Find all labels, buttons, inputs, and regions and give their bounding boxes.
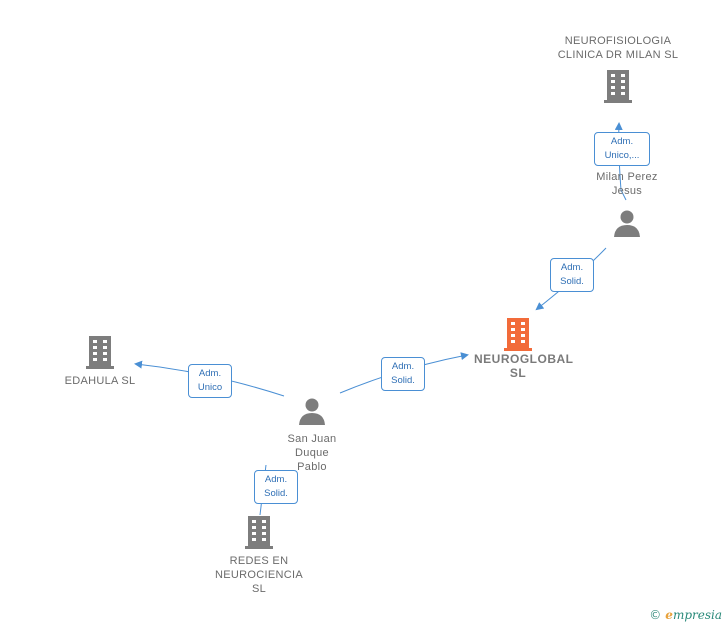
company-label: NEUROGLOBAL SL [474,352,574,380]
person-icon [299,398,325,425]
relation-line: Adm. [198,368,222,379]
brand-name: mpresia [672,608,722,622]
node-sanjuan[interactable]: San Juan Duque Pablo [272,396,352,474]
node-redes[interactable]: REDES EN NEUROCIENCIA SL [204,514,314,596]
building-icon [245,516,273,549]
building-icon [604,70,632,103]
node-neurofisiologia[interactable]: NEUROFISIOLOGIA CLINICA DR MILAN SL [552,34,684,104]
relation-line: Adm. [610,136,634,147]
node-edahula[interactable]: EDAHULA SL [52,334,148,388]
node-neuroglobal[interactable]: NEUROGLOBAL SL [460,316,576,380]
copyright-symbol: © [649,608,662,622]
empresia-watermark: ©empresia [649,608,722,622]
relation-line: Solid. [391,375,415,386]
building-icon [86,336,114,369]
relation-badge-sanjuan-edahula[interactable]: Adm. Unico [188,364,232,398]
relation-line: Adm. [264,474,288,485]
relation-badge-milan-neuroglobal[interactable]: Adm. Solid. [550,258,594,292]
relation-line: Unico [197,382,223,393]
person-label: San Juan Duque Pablo [287,433,337,473]
relation-badge-milan-neurofisiologia[interactable]: Adm. Unico,... [594,132,650,166]
brand-initial: e [665,608,673,622]
relation-line: Adm. [560,262,584,273]
relation-badge-sanjuan-redes[interactable]: Adm. Solid. [254,470,298,504]
person-icon [614,210,640,237]
company-label: REDES EN NEUROCIENCIA SL [215,555,303,595]
node-milan[interactable]: Milan Perez Jesus [582,170,672,238]
company-label: NEUROFISIOLOGIA CLINICA DR MILAN SL [557,35,679,61]
person-label: Milan Perez Jesus [596,171,658,197]
relation-line: Solid. [560,276,584,287]
relation-badge-sanjuan-neuroglobal[interactable]: Adm. Solid. [381,357,425,391]
building-icon [504,318,532,351]
relation-line: Solid. [264,488,288,499]
relation-line: Unico,... [604,150,640,161]
company-label: EDAHULA SL [64,375,136,387]
relation-line: Adm. [391,361,415,372]
